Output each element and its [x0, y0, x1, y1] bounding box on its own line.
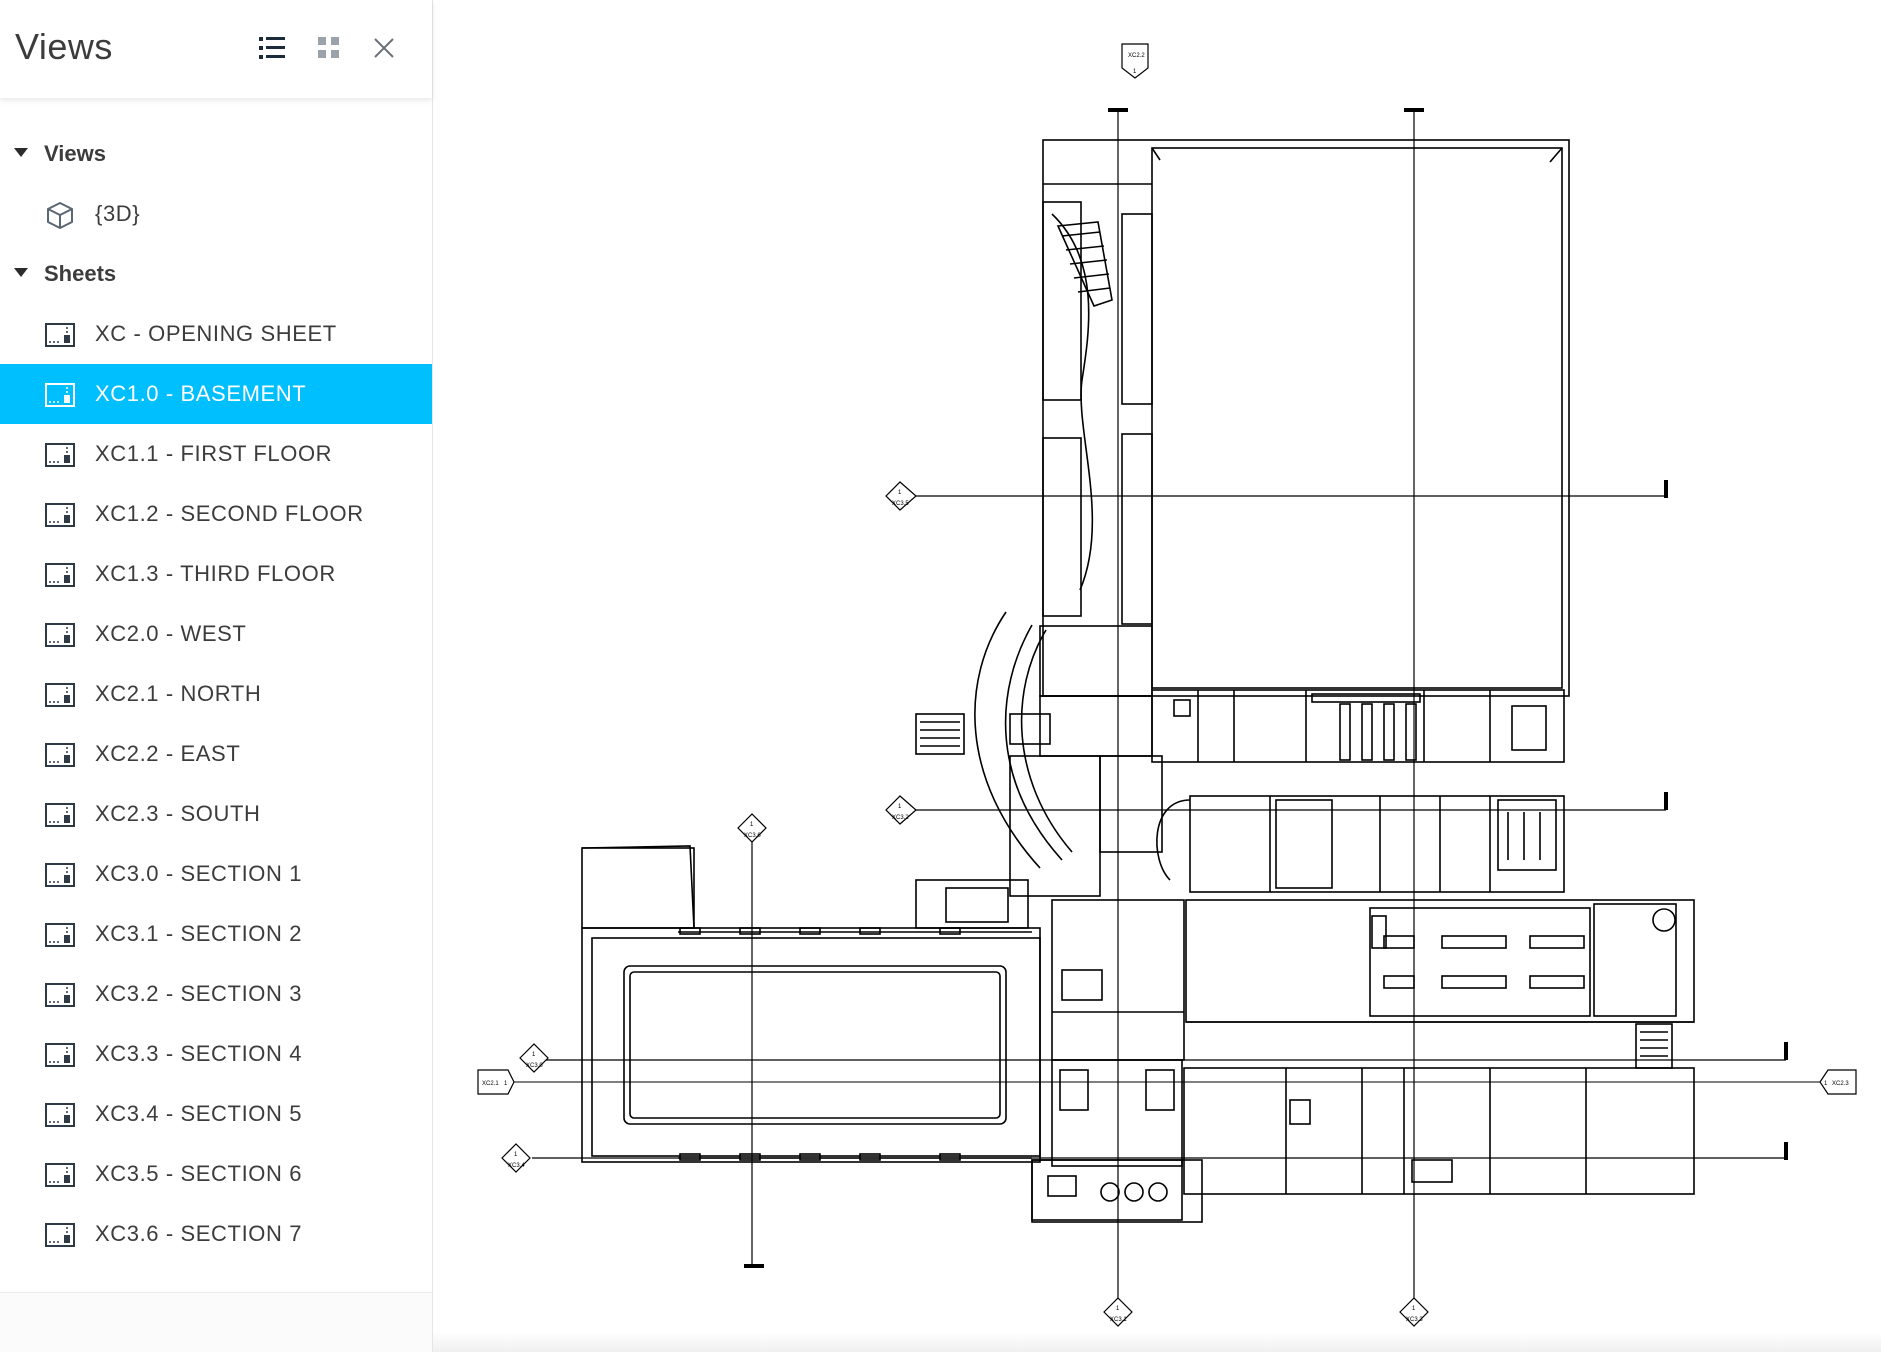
- tag-label: XC3.4: [508, 1163, 525, 1169]
- floor-plan-drawing[interactable]: XC2.2 1 1 XC3.5 1 XC3.2 1 XC3.6 1 XC3.0 …: [433, 0, 1881, 1352]
- tag-label: XC3.5: [892, 501, 909, 507]
- close-panel-button[interactable]: [366, 30, 402, 66]
- panel-title: Views: [15, 26, 113, 67]
- grid-view-button[interactable]: [311, 30, 347, 66]
- sheet-item[interactable]: XC1.1 - FIRST FLOOR: [0, 424, 432, 484]
- group-sheets[interactable]: Sheets: [0, 244, 432, 304]
- tag-label: 1: [898, 490, 902, 496]
- sheet-icon: [45, 503, 75, 527]
- close-icon: [374, 38, 394, 58]
- tag-label: XC3.3: [1406, 1317, 1423, 1323]
- sheet-item-label: XC1.0 - BASEMENT: [95, 381, 307, 406]
- tag-label: 1: [898, 804, 902, 810]
- sheet-item[interactable]: XC2.2 - EAST: [0, 724, 432, 784]
- view-tag-north: [1121, 43, 1149, 79]
- sheet-icon: [45, 443, 75, 467]
- sheet-list: XC - OPENING SHEET XC1.0 - BASEMENT XC1.1 …: [0, 304, 432, 1264]
- sheet-icon: [45, 1043, 75, 1067]
- sheet-item-label: XC2.0 - WEST: [95, 621, 247, 646]
- sheet-item-label: XC3.1 - SECTION 2: [95, 921, 303, 946]
- tag-label: 1: [514, 1152, 518, 1158]
- sheet-item-label: XC3.3 - SECTION 4: [95, 1041, 303, 1066]
- sheet-item-label: XC2.3 - SOUTH: [95, 801, 261, 826]
- sheet-item[interactable]: XC2.0 - WEST: [0, 604, 432, 664]
- tag-label: 1: [1412, 1306, 1416, 1312]
- panel-footer: [0, 1292, 432, 1352]
- sheet-icon: [45, 803, 75, 827]
- caret-down-icon[interactable]: [14, 148, 28, 157]
- tag-label: 1: [1824, 1081, 1828, 1087]
- sheet-item[interactable]: XC1.3 - THIRD FLOOR: [0, 544, 432, 604]
- tag-label: XC3.0: [526, 1063, 543, 1069]
- drawing-tags: XC2.2 1 1 XC3.5 1 XC3.2 1 XC3.6 1 XC3.0 …: [482, 53, 1849, 1323]
- list-view-icon: [259, 37, 285, 59]
- sheet-item[interactable]: XC - OPENING SHEET: [0, 304, 432, 364]
- sheet-item[interactable]: XC3.2 - SECTION 3: [0, 964, 432, 1024]
- sheet-icon: [45, 623, 75, 647]
- tag-label: 1: [504, 1081, 508, 1087]
- tag-label: XC2.2: [1128, 53, 1145, 59]
- sheet-icon: [45, 863, 75, 887]
- sheet-item-label: XC1.2 - SECOND FLOOR: [95, 501, 364, 526]
- sheet-item[interactable]: XC3.6 - SECTION 7: [0, 1204, 432, 1264]
- sheet-icon: [45, 743, 75, 767]
- sheet-item-label: XC3.0 - SECTION 1: [95, 861, 303, 886]
- tag-label: XC2.1: [482, 1081, 499, 1087]
- tag-label: 1: [1133, 69, 1137, 75]
- sheet-icon: [45, 683, 75, 707]
- view-item-label: {3D}: [95, 201, 141, 226]
- sheet-item-label: XC2.2 - EAST: [95, 741, 241, 766]
- sheet-icon: [45, 1103, 75, 1127]
- sheet-icon: [45, 923, 75, 947]
- canvas-bottom-shade: [433, 1332, 1881, 1352]
- sheet-icon: [45, 983, 75, 1007]
- view-item-3d[interactable]: {3D}: [0, 184, 432, 244]
- list-view-button[interactable]: [254, 30, 290, 66]
- sheet-item-label: XC2.1 - NORTH: [95, 681, 262, 706]
- tag-label: 1: [1116, 1306, 1120, 1312]
- tag-label: XC3.2: [892, 815, 909, 821]
- sheet-item[interactable]: XC2.1 - NORTH: [0, 664, 432, 724]
- tag-label: XC3.6: [744, 833, 761, 839]
- sheet-item[interactable]: XC3.4 - SECTION 5: [0, 1084, 432, 1144]
- sheet-item-label: XC1.3 - THIRD FLOOR: [95, 561, 336, 586]
- cube-icon: [47, 202, 73, 229]
- sheet-icon: [45, 323, 75, 347]
- sheet-item[interactable]: XC3.1 - SECTION 2: [0, 904, 432, 964]
- sheet-item[interactable]: XC3.3 - SECTION 4: [0, 1024, 432, 1084]
- group-label: Sheets: [44, 261, 117, 286]
- views-tree: Views {3D} Sheets XC - OPENING SHEET XC1.…: [0, 124, 432, 1264]
- sheet-item[interactable]: XC1.2 - SECOND FLOOR: [0, 484, 432, 544]
- sheet-icon: [45, 563, 75, 587]
- grid-view-icon: [318, 37, 339, 58]
- panel-header: Views: [0, 0, 432, 98]
- sheet-icon: [45, 383, 75, 407]
- sheet-icon: [45, 1223, 75, 1247]
- tag-label: 1: [750, 822, 754, 828]
- tag-label: XC3.1: [1110, 1317, 1127, 1323]
- drawing-canvas[interactable]: XC2.2 1 1 XC3.5 1 XC3.2 1 XC3.6 1 XC3.0 …: [433, 0, 1881, 1352]
- sheet-item[interactable]: XC3.5 - SECTION 6: [0, 1144, 432, 1204]
- caret-down-icon[interactable]: [14, 268, 28, 277]
- tag-label: 1: [532, 1052, 536, 1058]
- views-panel: Views: [0, 0, 433, 1352]
- group-label: Views: [44, 141, 106, 166]
- sheet-icon: [45, 1163, 75, 1187]
- sheet-item[interactable]: XC1.0 - BASEMENT: [0, 364, 432, 424]
- sheet-item-label: XC3.6 - SECTION 7: [95, 1221, 303, 1246]
- sheet-item-label: XC3.2 - SECTION 3: [95, 981, 303, 1006]
- sheet-item-label: XC - OPENING SHEET: [95, 321, 337, 346]
- group-views[interactable]: Views: [0, 124, 432, 184]
- sheet-item-label: XC3.4 - SECTION 5: [95, 1101, 303, 1126]
- sheet-item-label: XC1.1 - FIRST FLOOR: [95, 441, 333, 466]
- sheet-item[interactable]: XC2.3 - SOUTH: [0, 784, 432, 844]
- sheet-item[interactable]: XC3.0 - SECTION 1: [0, 844, 432, 904]
- sheet-item-label: XC3.5 - SECTION 6: [95, 1161, 303, 1186]
- tag-label: XC2.3: [1832, 1081, 1849, 1087]
